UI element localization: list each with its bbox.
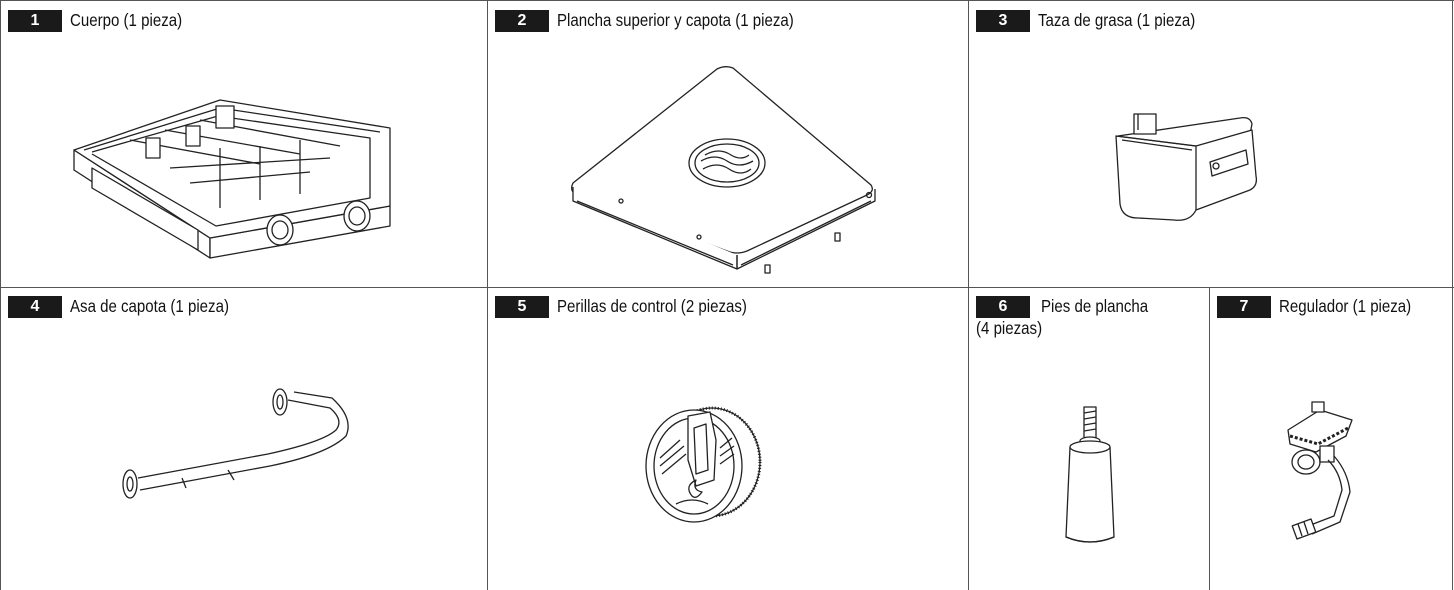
- part-7-name: Regulador (1 pieza): [1279, 296, 1412, 316]
- grease-cup-icon: [1110, 100, 1265, 225]
- part-1-number-badge: 1: [8, 10, 62, 32]
- griddle-top-and-hood-icon: [565, 65, 885, 280]
- part-6-name-line2: (4 piezas): [976, 318, 1043, 338]
- part-6-name-line1: Pies de plancha: [1040, 296, 1148, 316]
- grid-col-divider-1: [487, 0, 488, 590]
- part-3-number-badge: 3: [976, 10, 1030, 32]
- grid-col-divider-3: [1209, 288, 1210, 590]
- part-5-label: 5 Perillas de control (2 piezas): [495, 296, 778, 318]
- grid-row-divider: [0, 287, 1454, 288]
- hood-handle-icon: [118, 392, 358, 507]
- part-7-number-badge: 7: [1217, 296, 1271, 318]
- regulator-icon: [1276, 400, 1376, 550]
- control-knob-icon: [636, 400, 766, 530]
- part-7-label: 7 Regulador (1 pieza): [1217, 296, 1433, 318]
- grid-left-border: [0, 0, 1, 590]
- part-6-number-badge: 6: [976, 296, 1030, 318]
- part-2-number-badge: 2: [495, 10, 549, 32]
- grid-top-border: [0, 0, 1454, 1]
- part-1-name: Cuerpo (1 pieza): [70, 10, 183, 30]
- part-3-label: 3 Taza de grasa (1 pieza): [976, 10, 1221, 32]
- grid-right-border: [1452, 0, 1453, 590]
- grid-col-divider-2: [968, 0, 969, 590]
- part-4-label: 4 Asa de capota (1 pieza): [8, 296, 255, 318]
- part-5-number-badge: 5: [495, 296, 549, 318]
- griddle-foot-icon: [1060, 405, 1120, 550]
- part-4-number-badge: 4: [8, 296, 62, 318]
- part-3-name: Taza de grasa (1 pieza): [1038, 10, 1196, 30]
- part-5-name: Perillas de control (2 piezas): [557, 296, 747, 316]
- part-4-name: Asa de capota (1 pieza): [70, 296, 229, 316]
- part-2-label: 2 Plancha superior y capota (1 pieza): [495, 10, 832, 32]
- part-2-name: Plancha superior y capota (1 pieza): [557, 10, 794, 30]
- part-1-label: 1 Cuerpo (1 pieza): [8, 10, 200, 32]
- grill-body-icon: [70, 88, 400, 258]
- part-6-label: 6 Pies de plancha (4 piezas): [976, 296, 1201, 339]
